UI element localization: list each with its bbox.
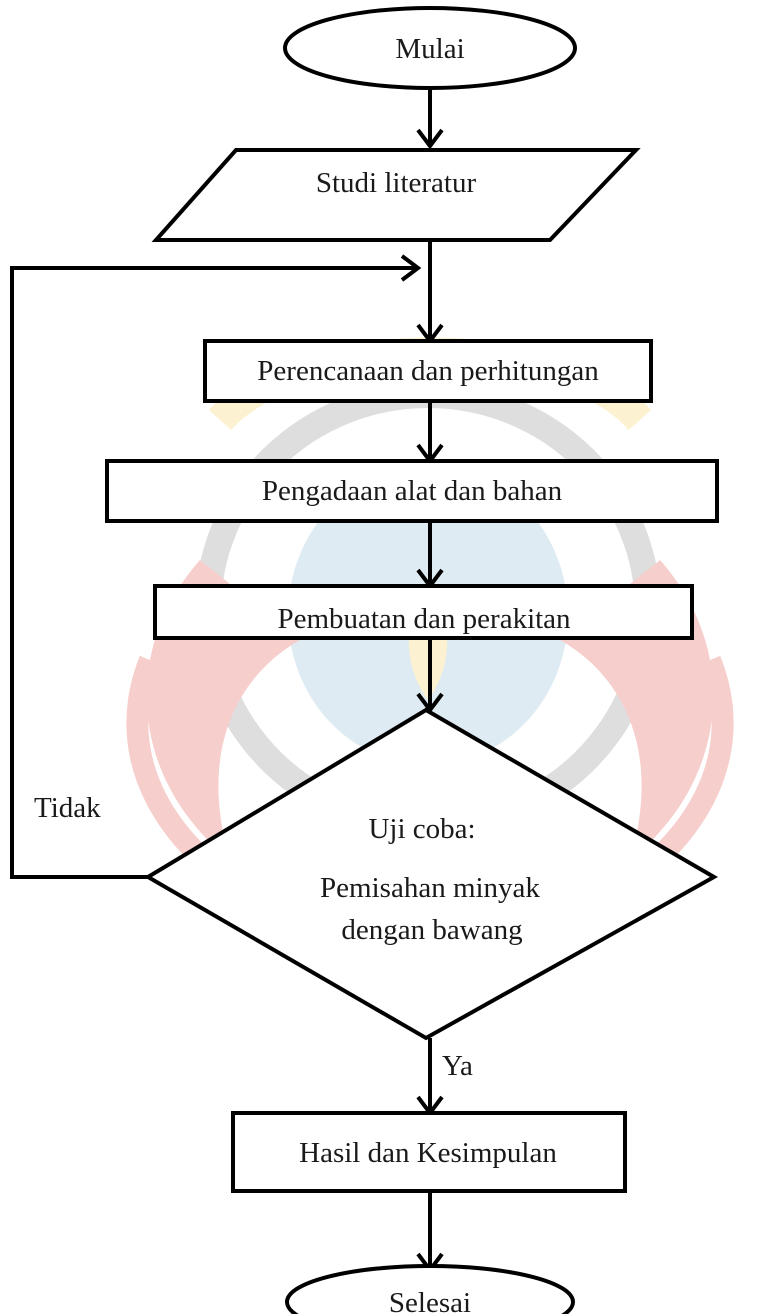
planning-process-box [203, 339, 653, 403]
decision-line-1: Pemisahan minyak [320, 872, 540, 904]
yes-branch-label: Ya [442, 1050, 473, 1082]
loopback-connector [10, 266, 418, 879]
end-terminator [285, 1264, 575, 1314]
decision-line-2: dengan bawang [341, 914, 522, 946]
planning-label: Perencanaan dan perhitungan [257, 355, 599, 387]
arrowhead-decision [416, 692, 444, 714]
arrowhead-loopback [400, 254, 422, 282]
fabrication-label: Pembuatan dan perakitan [277, 603, 571, 635]
test-decision-diamond [144, 707, 719, 1041]
result-label: Hasil dan Kesimpulan [299, 1137, 557, 1169]
procurement-process-box [105, 459, 719, 523]
end-label: Selesai [389, 1287, 471, 1314]
arrowhead-literature [416, 128, 444, 150]
procurement-label: Pengadaan alat dan bahan [262, 475, 563, 507]
fabrication-process-box [153, 584, 694, 640]
decision-title: Uji coba: [368, 813, 475, 845]
no-branch-label: Tidak [34, 792, 101, 824]
start-label: Mulai [395, 33, 464, 65]
literature-label: Studi literatur [316, 167, 477, 199]
literature-input-box [151, 148, 641, 242]
